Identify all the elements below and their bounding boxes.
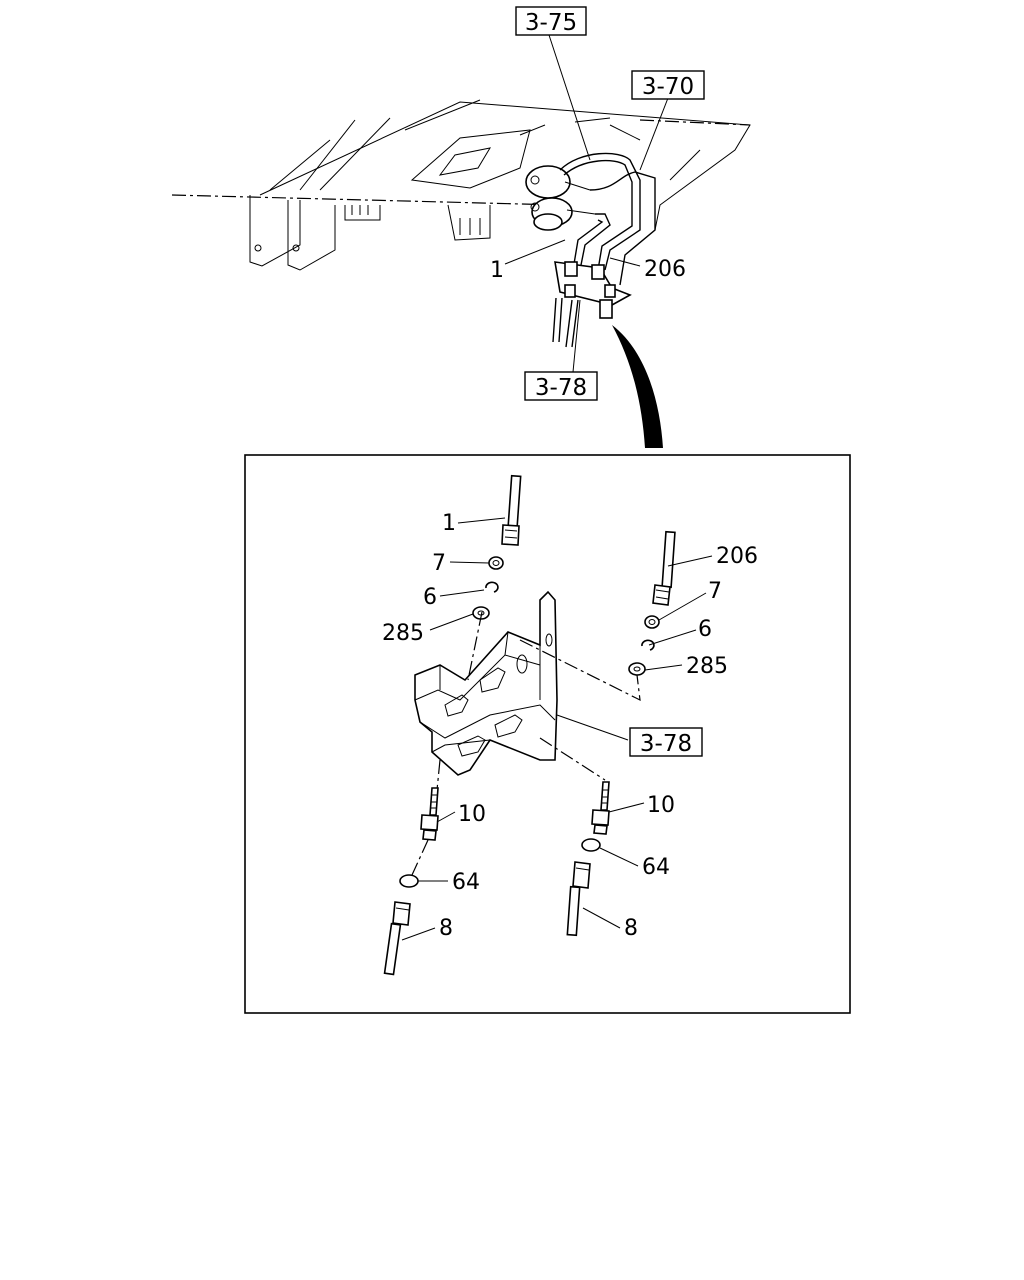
callout-206-top: 206	[644, 257, 686, 282]
detail-parts	[383, 474, 713, 976]
callout-6-left: 6	[423, 585, 437, 610]
callout-285-right: 285	[686, 654, 728, 679]
ref-box-3-78-detail[interactable]: 3-78	[629, 727, 703, 757]
callout-206: 206	[716, 544, 758, 569]
ref-3-70-label: 3-70	[642, 74, 694, 100]
callout-10-right: 10	[647, 793, 675, 818]
callout-1: 1	[442, 511, 456, 536]
callout-8-left: 8	[439, 916, 453, 941]
callout-7-right: 7	[708, 579, 722, 604]
ref-box-3-78-top[interactable]: 3-78	[524, 371, 598, 401]
callout-1-top: 1	[490, 258, 504, 283]
callout-64-right: 64	[642, 855, 670, 880]
callout-10-left: 10	[458, 802, 486, 827]
callout-6-right: 6	[698, 617, 712, 642]
ref-box-3-70[interactable]: 3-70	[631, 70, 705, 100]
ref-3-78-detail-label: 3-78	[640, 731, 692, 757]
detail-frame	[244, 454, 851, 1014]
callout-285-left: 285	[382, 621, 424, 646]
callout-64-left: 64	[452, 870, 480, 895]
vehicle-frame-overview	[171, 34, 751, 448]
ref-box-3-75[interactable]: 3-75	[515, 6, 587, 36]
ref-3-78-top-label: 3-78	[535, 375, 587, 401]
ref-3-75-label: 3-75	[525, 10, 577, 36]
callout-8-right: 8	[624, 916, 638, 941]
callout-7-left: 7	[432, 551, 446, 576]
